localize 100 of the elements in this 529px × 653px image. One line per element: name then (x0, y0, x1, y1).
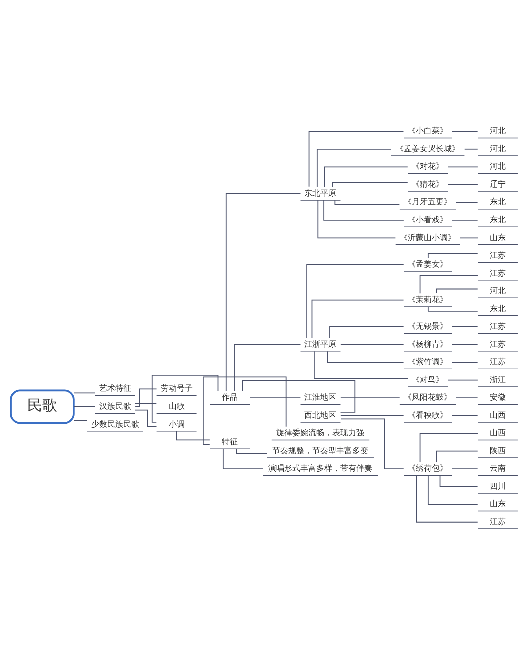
connector (340, 418, 404, 470)
node-text: 《沂蒙山小调》 (400, 232, 456, 242)
node-text: 河北 (490, 285, 506, 296)
connector (152, 374, 219, 422)
node-text: 浙江 (490, 374, 506, 384)
node-text: 山西 (490, 427, 506, 438)
node-text: 旋律委婉流畅，表现力强 (276, 427, 365, 438)
node-text: 《小白菜》 (408, 125, 448, 136)
connector (236, 448, 268, 454)
connector (452, 344, 478, 345)
node-text: 艺术特征 (99, 382, 132, 393)
node-text: 演唱形式丰富多样，带有伴奏 (268, 462, 373, 473)
node-text: 东北 (490, 196, 506, 206)
connector (312, 299, 404, 338)
node-text: 辽宁 (490, 178, 506, 188)
connector (340, 414, 404, 416)
node-text: 《绣荷包》 (408, 462, 448, 473)
connector (456, 397, 478, 398)
node-box: 民歌 (10, 389, 75, 424)
connector (452, 414, 478, 416)
connector (176, 430, 210, 440)
node-text: 东北平原 (304, 187, 337, 198)
connector (448, 184, 478, 185)
connector (452, 219, 478, 220)
connector (306, 264, 404, 338)
node-text: 江苏 (490, 516, 506, 526)
connector (316, 148, 392, 187)
node-text: 《小看戏》 (408, 214, 448, 224)
node-text: 《看秧歌》 (408, 409, 448, 420)
connector (416, 474, 478, 522)
node-text: 江淮地区 (304, 392, 337, 402)
node-text: 山歌 (168, 400, 185, 410)
node-text: 《茉莉花》 (408, 294, 448, 304)
connector (436, 288, 478, 294)
connector (308, 130, 404, 187)
node-text: 山东 (490, 232, 506, 242)
node-text: 云南 (490, 462, 506, 473)
node-text: 山西 (490, 409, 506, 420)
node-text: 特征 (222, 436, 238, 446)
node-text: 江苏 (490, 250, 506, 260)
node-text: 河北 (490, 160, 506, 171)
node-text: 《孟姜女》 (408, 258, 448, 268)
node-text: 汉族民歌 (99, 400, 132, 410)
node-text: 《孟姜女哭长城》 (396, 142, 460, 153)
connector (420, 275, 478, 294)
node-text: 江苏 (490, 338, 506, 348)
node-text: 山东 (490, 498, 506, 508)
node-text: 四川 (490, 480, 506, 490)
node-text: 陕西 (490, 444, 506, 455)
connector (330, 326, 404, 338)
connector (135, 409, 158, 427)
connector (340, 344, 404, 345)
connector (440, 474, 478, 487)
connector (460, 237, 478, 238)
node-text: 河北 (490, 125, 506, 136)
connector (428, 252, 478, 258)
connector (203, 376, 287, 445)
connector (456, 202, 478, 203)
connector (234, 344, 302, 392)
connector (135, 388, 158, 407)
connector (226, 192, 302, 392)
node-text: 小调 (168, 418, 185, 428)
connector (327, 350, 404, 362)
connector (334, 200, 400, 205)
connector (452, 468, 478, 470)
connector (74, 406, 96, 407)
connector (428, 306, 478, 312)
connector (324, 166, 408, 187)
node-text: 《凤阳花鼓》 (404, 392, 452, 402)
node-text: 江苏 (490, 320, 506, 331)
node-text: 节奏规整，节奏型丰富多变 (272, 444, 369, 455)
node-text: 东北 (490, 302, 506, 313)
connector (448, 379, 478, 380)
node-text: 东北 (490, 214, 506, 224)
connector (332, 182, 408, 187)
connector (74, 420, 88, 421)
node-text: 《月牙五更》 (404, 196, 452, 206)
node-text: 江浙平原 (304, 338, 337, 348)
connector (250, 397, 302, 398)
node-text: 西北地区 (304, 409, 337, 420)
connector (452, 326, 478, 327)
node-text: 安徽 (490, 392, 506, 402)
node-text: 《对花》 (412, 160, 444, 171)
connector (340, 397, 400, 398)
node-text: 《杨柳青》 (408, 338, 448, 348)
node-text: 少数民族民歌 (91, 418, 140, 428)
connector (452, 130, 478, 132)
node-text: 江苏 (490, 356, 506, 366)
node-text: 河北 (490, 142, 506, 153)
node-text: 《紫竹调》 (408, 356, 448, 366)
node-text: 《对鸟》 (412, 374, 444, 384)
node-text: 作品 (222, 392, 238, 402)
connector (242, 380, 356, 412)
connector (314, 350, 408, 379)
node-text: 《猜花》 (412, 178, 444, 188)
connector (428, 475, 478, 505)
node-text: 江苏 (490, 267, 506, 278)
connector (448, 166, 478, 168)
node-text: 《无锡景》 (408, 320, 448, 331)
connector (74, 392, 96, 394)
